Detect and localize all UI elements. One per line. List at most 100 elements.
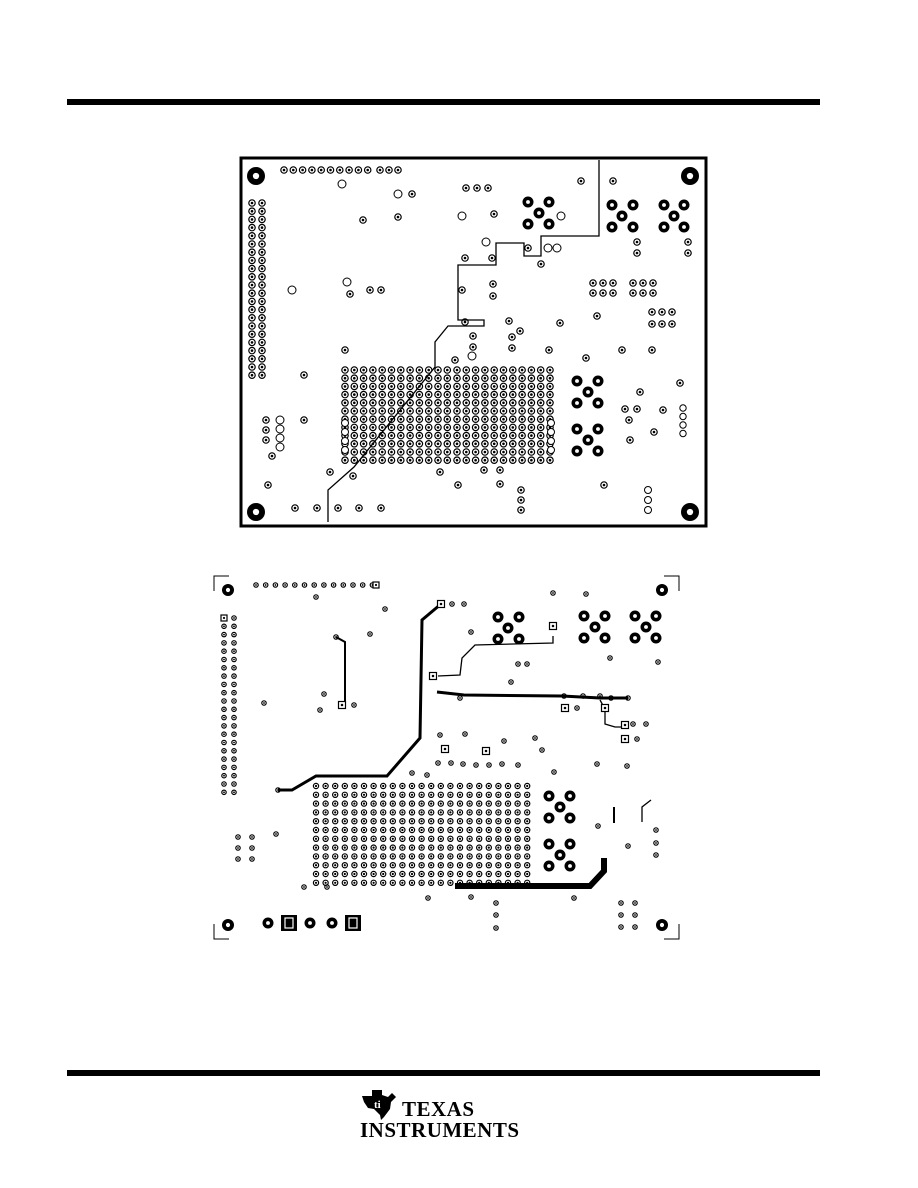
via-hole (399, 426, 403, 429)
via-hole (511, 385, 515, 388)
via-hole (631, 291, 635, 295)
open-pad (679, 429, 687, 438)
via-hole (686, 251, 690, 255)
via-pad (394, 166, 402, 174)
via-hole (399, 409, 403, 413)
large-pad-hole (631, 203, 635, 207)
via-hole (250, 349, 254, 352)
via-hole (650, 348, 654, 352)
via-pad (396, 407, 405, 415)
via-pad (349, 472, 357, 480)
via-pad (684, 249, 692, 257)
via-hole (436, 368, 440, 372)
via-pad (508, 333, 516, 341)
via-hole (502, 426, 505, 429)
open-pad (342, 277, 352, 287)
via-hole (250, 324, 254, 328)
via-hole (328, 470, 332, 474)
via-hole (530, 376, 533, 380)
via-pad (258, 363, 266, 371)
open-pad (275, 424, 285, 434)
via-pad (434, 439, 442, 448)
via-hole (611, 291, 615, 295)
via-hole (343, 401, 347, 405)
via-hole (520, 417, 524, 421)
via-pad (443, 456, 452, 465)
via-pad (369, 398, 377, 407)
via-pad (518, 431, 526, 440)
via-pad (434, 456, 442, 465)
via-hole (465, 426, 468, 429)
via-pad (385, 166, 393, 174)
via-hole (591, 291, 595, 295)
via-hole (390, 458, 393, 462)
via-hole (465, 442, 468, 446)
via-hole (511, 417, 515, 421)
via-pad (443, 431, 452, 440)
via-pad (354, 166, 363, 174)
via-hole (343, 393, 347, 396)
via-pad (396, 423, 405, 432)
via-pad (462, 456, 471, 465)
via-pad (258, 215, 266, 224)
via-pad (453, 390, 461, 399)
via-hole (380, 450, 384, 454)
via-pad (499, 398, 508, 407)
via-hole (260, 267, 264, 270)
large-pad-hole (610, 203, 614, 207)
via-hole (264, 438, 268, 442)
via-pad (248, 199, 256, 207)
via-pad (490, 456, 499, 465)
via-pad (434, 390, 442, 399)
via-hole (601, 281, 605, 285)
via-pad (481, 448, 489, 456)
via-hole (368, 288, 372, 292)
via-hole (362, 401, 365, 405)
via-hole (548, 458, 552, 462)
footer-rule (67, 1070, 820, 1076)
via-pad (648, 346, 656, 354)
via-pad (480, 466, 488, 474)
via-hole (502, 409, 505, 413)
via-hole (302, 418, 306, 422)
open-pad (337, 179, 347, 189)
via-pad (658, 320, 666, 328)
via-pad (406, 431, 414, 440)
via-hole (380, 385, 384, 388)
via-pad (536, 439, 545, 448)
via-hole (539, 434, 542, 437)
via-hole (260, 259, 264, 262)
via-hole (465, 417, 468, 421)
via-pad (248, 363, 256, 371)
via-pad (248, 264, 256, 273)
via-pad (527, 366, 536, 374)
via-pad (481, 439, 489, 448)
via-hole (620, 348, 624, 352)
via-hole (520, 409, 524, 413)
via-pad (387, 448, 396, 456)
via-hole (520, 434, 524, 437)
via-pad (461, 318, 469, 326)
via-pad (248, 371, 256, 380)
via-pad (629, 279, 637, 287)
via-hole (539, 426, 542, 429)
via-pad (589, 279, 597, 287)
via-pad (317, 166, 326, 174)
via-hole (260, 365, 264, 369)
via-pad (536, 390, 545, 399)
via-pad (424, 382, 433, 391)
via-pad (508, 374, 517, 383)
via-pad (424, 366, 433, 374)
via-pad (248, 232, 256, 240)
via-hole (519, 488, 523, 492)
via-hole (250, 357, 254, 361)
via-hole (492, 376, 496, 380)
via-pad (527, 439, 536, 448)
via-hole (486, 186, 490, 190)
via-pad (258, 232, 266, 240)
open-pad (275, 442, 285, 452)
via-pad (508, 398, 517, 407)
large-pad-hole (596, 427, 600, 431)
via-pad (350, 382, 359, 391)
via-pad (258, 256, 266, 265)
